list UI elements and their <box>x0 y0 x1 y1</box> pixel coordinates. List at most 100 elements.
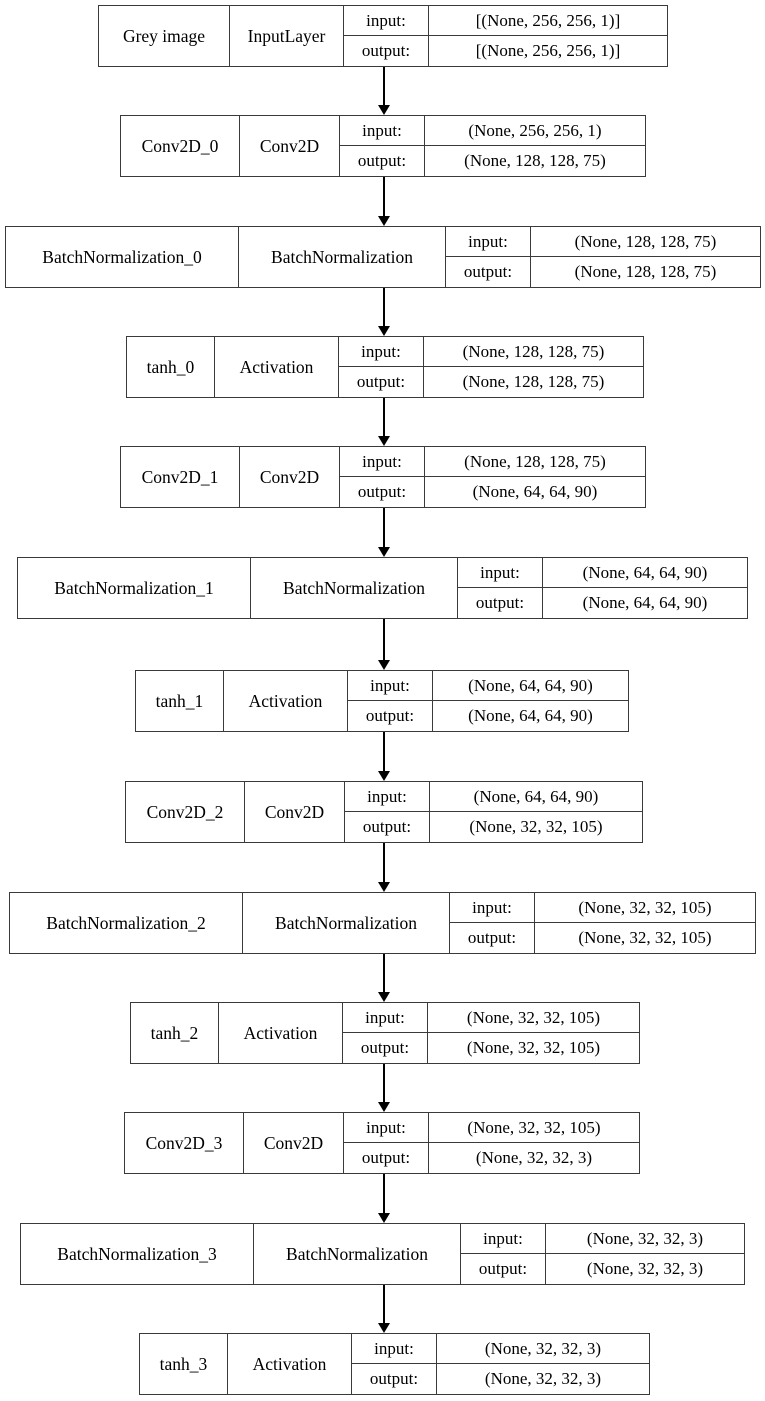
edge-line <box>383 67 385 107</box>
layer-type: Activation <box>219 1003 343 1063</box>
output-label: output: <box>340 146 425 176</box>
layer-io-block: input:(None, 32, 32, 105)output: (None, 3… <box>344 1113 639 1173</box>
layer-type: Activation <box>215 337 339 397</box>
layer-input-row: input:(None, 32, 32, 105) <box>344 1113 639 1143</box>
layer-input-row: input: (None, 128, 128, 75) <box>340 447 645 477</box>
input-label: input: <box>340 447 425 476</box>
input-shape-value: (None, 32, 32, 3) <box>586 1228 704 1248</box>
input-shape-value: (None, 256, 256, 1) <box>468 120 602 140</box>
input-label: input: <box>348 671 433 700</box>
output-shape-value: (None, 32, 32, 3) <box>484 1369 602 1388</box>
layer-input-row: input: (None, 256, 256, 1) <box>340 116 645 146</box>
edge-line <box>383 288 385 328</box>
output-label: output: <box>344 1143 429 1173</box>
layer-name: BatchNormalization_0 <box>6 227 239 287</box>
layer-output-row: output:(None, 64, 64, 90) <box>458 588 747 618</box>
arrowhead-icon <box>377 216 390 226</box>
input-shape-value: (None, 64, 64, 90) <box>468 675 593 695</box>
output-shape-value: (None, 128, 128, 75) <box>574 262 717 281</box>
output-label: output: <box>461 1254 546 1284</box>
layer-name: BatchNormalization_2 <box>10 893 243 953</box>
input-shape-value: (None, 128, 128, 75) <box>462 341 605 361</box>
input-label: input: <box>450 893 535 922</box>
output-shape-value: (None, 32, 32, 105) <box>578 928 712 947</box>
input-label: input: <box>344 6 429 35</box>
output-label: output: <box>343 1033 428 1063</box>
arrowhead-icon <box>377 771 390 781</box>
layer-io-block: input: (None, 64, 64, 90)output: (None, 64… <box>348 671 628 731</box>
layer-output-row: output:(None, 64, 64, 90) <box>340 477 645 507</box>
output-shape-value: (None, 32, 32, 3) <box>586 1259 704 1278</box>
layer-io-block: input:(None, 128, 128, 75)output:(None, … <box>339 337 643 397</box>
output-shape-value: (None, 32, 32, 3) <box>475 1148 593 1167</box>
edge-line <box>383 732 385 773</box>
output-label: output: <box>352 1364 437 1394</box>
output-shape-value: [(None, 256, 256, 1)] <box>475 41 621 60</box>
layer-name: Conv2D_0 <box>121 116 240 176</box>
layer-input-row: input: (None, 64, 64, 90) <box>348 671 628 701</box>
layer-io-block: input:(None, 64, 64, 90)output:(None, 32… <box>345 782 642 842</box>
layer-input-row: input:(None, 32, 32, 105) <box>343 1003 639 1033</box>
layer-input-row: input:(None, 64, 64, 90) <box>458 558 747 588</box>
output-label: output: <box>339 367 424 397</box>
output-shape-value: (None, 32, 32, 105) <box>469 817 603 836</box>
arrowhead-icon <box>377 1213 390 1223</box>
layer-type: InputLayer <box>230 6 344 66</box>
arrowhead-icon <box>377 882 390 892</box>
layer-output-row: output: (None, 32, 32, 3) <box>344 1143 639 1173</box>
layer-io-block: input:(None, 128, 128, 75)output:(None, … <box>446 227 760 287</box>
arrowhead-icon <box>377 1102 390 1112</box>
output-shape-value: (None, 64, 64, 90) <box>472 482 598 501</box>
layer-name: tanh_1 <box>136 671 224 731</box>
arrowhead-icon <box>377 992 390 1002</box>
edge-line <box>383 1285 385 1325</box>
layer-output-row: output: (None, 32, 32, 3) <box>461 1254 744 1284</box>
arrowhead-icon <box>377 105 390 115</box>
edge-line <box>383 1064 385 1104</box>
layer-type: BatchNormalization <box>251 558 458 618</box>
layer-name: Conv2D_2 <box>126 782 245 842</box>
input-shape-value: (None, 128, 128, 75) <box>574 231 717 251</box>
output-label: output: <box>458 588 543 618</box>
input-label: input: <box>340 116 425 145</box>
layer-output-row: output:(None, 128, 128, 75) <box>340 146 645 176</box>
arrowhead-icon <box>377 547 390 557</box>
output-label: output: <box>348 701 433 731</box>
input-shape-value: (None, 32, 32, 105) <box>578 897 712 917</box>
edge-line <box>383 619 385 662</box>
layer-name: Grey image <box>99 6 230 66</box>
edge-line <box>383 398 385 438</box>
input-shape-value: (None, 128, 128, 75) <box>464 451 606 471</box>
layer-io-block: input: (None, 128, 128, 75) output:(None, … <box>340 447 645 507</box>
layer-name: tanh_3 <box>140 1334 228 1394</box>
layer-input-row: input:(None, 32, 32, 3) <box>352 1334 649 1364</box>
arrowhead-icon <box>377 660 390 670</box>
layer-output-row: output:(None, 32, 32, 105) <box>345 812 642 842</box>
layer-name: BatchNormalization_1 <box>18 558 251 618</box>
layer-output-row: output:(None, 128, 128, 75) <box>339 367 643 397</box>
output-shape-value: (None, 32, 32, 105) <box>466 1038 601 1057</box>
input-label: input: <box>446 227 531 256</box>
input-shape-value: (None, 32, 32, 3) <box>484 1338 602 1358</box>
layer-name: Conv2D_3 <box>125 1113 244 1173</box>
layer-type: BatchNormalization <box>243 893 450 953</box>
layer-output-row: output: (None, 32, 32, 105) <box>343 1033 639 1063</box>
layer-io-block: input:(None, 32, 32, 3)output: (None, 32,… <box>352 1334 649 1394</box>
layer-io-block: input:(None, 32, 32, 3)output: (None, 32,… <box>461 1224 744 1284</box>
layer-input-row: input:(None, 32, 32, 3) <box>461 1224 744 1254</box>
edge-line <box>383 508 385 549</box>
